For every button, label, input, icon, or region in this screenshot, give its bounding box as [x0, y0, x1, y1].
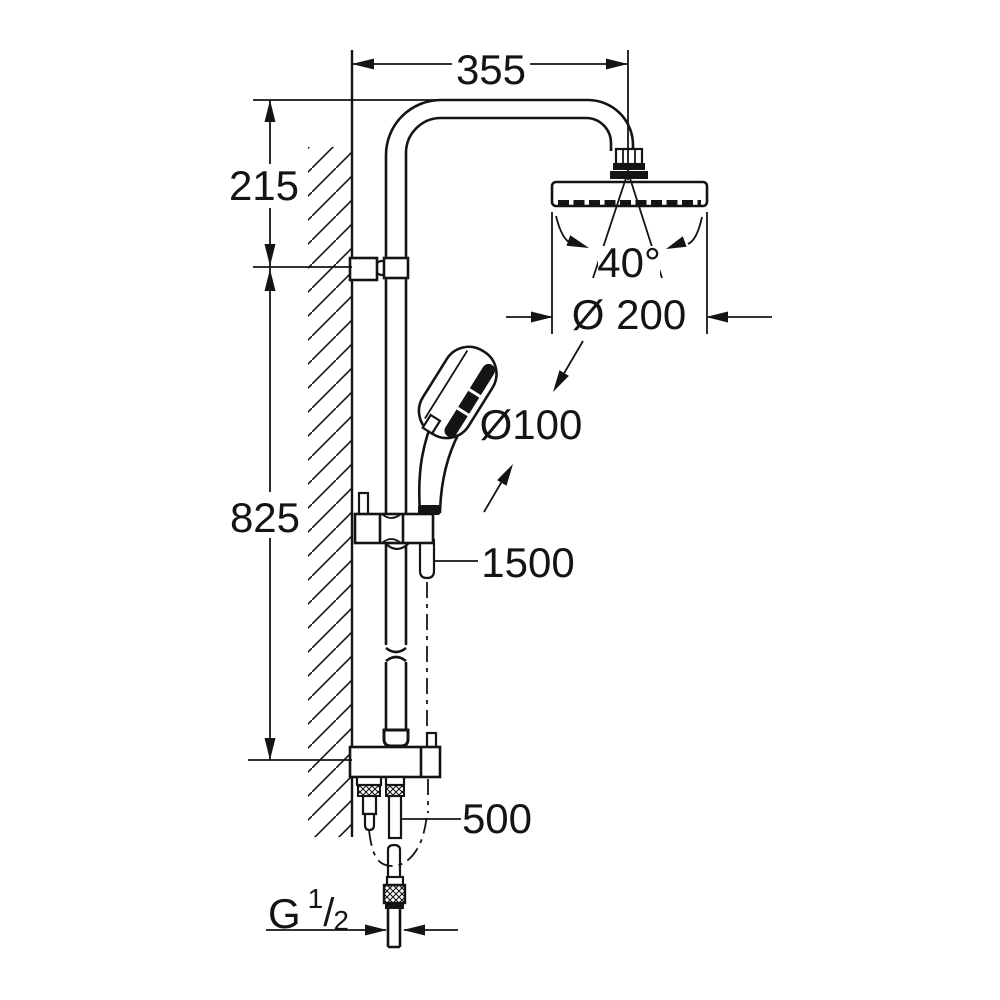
rail-collar — [382, 256, 410, 280]
arrow-left — [365, 924, 387, 936]
left-fitting-tube — [361, 794, 378, 816]
connection-hose-label: 500 — [462, 795, 532, 842]
wall — [308, 50, 354, 837]
dimension-hand-diameter — [483, 340, 584, 513]
hand-shower-pivot — [421, 413, 442, 436]
slider-bracket — [353, 491, 440, 580]
hose-length-label: 1500 — [481, 539, 574, 586]
right-fitting-cap — [384, 775, 406, 787]
angle-arrow-right — [666, 236, 687, 249]
head-collar-upper — [613, 163, 645, 170]
left-fitting-tip — [363, 812, 376, 832]
slider-lever — [357, 491, 370, 517]
arrow-left — [352, 58, 374, 70]
label-bg-825 — [227, 492, 305, 538]
hose-stub — [418, 538, 436, 580]
hand-shower — [417, 345, 498, 514]
slider-notch-top — [381, 513, 402, 519]
rail-joint-upper-cap — [385, 646, 407, 654]
hose-lower-segment — [386, 909, 402, 949]
arrow-215-top — [264, 100, 276, 122]
arrow-right — [706, 311, 728, 323]
slider-body — [353, 512, 435, 545]
thread-letter: G — [268, 890, 301, 937]
head-shower — [550, 147, 709, 279]
inlet-fittings — [355, 775, 406, 840]
label-bg-40deg — [598, 246, 660, 279]
label-bg-355 — [452, 48, 530, 88]
hand-diameter-label: Ø100 — [480, 401, 583, 448]
upper-wall-bracket — [348, 256, 410, 282]
bracket-body — [348, 256, 379, 282]
arrow-left — [531, 311, 553, 323]
arrow-upper — [553, 370, 569, 392]
pipe-inner-edge — [404, 116, 613, 746]
rail-height-label: 825 — [230, 494, 300, 541]
angle-arrow-left — [566, 235, 589, 248]
arrow-825-top — [264, 269, 276, 291]
arm-nut — [614, 147, 644, 166]
wall-hatch — [308, 147, 351, 837]
shower-hose-bottom — [382, 843, 407, 949]
hose-centerline-loop — [368, 812, 428, 867]
handle-end-cap — [418, 505, 440, 515]
arrow-215-bottom — [264, 244, 276, 266]
label-bg-215 — [226, 164, 304, 208]
arm-width-label: 355 — [456, 46, 526, 93]
hand-shower-face-band — [444, 363, 496, 438]
left-fitting-knurl — [357, 784, 381, 797]
rail-end-collar — [382, 728, 410, 748]
arrow-lower — [497, 464, 513, 486]
arrow-right — [606, 58, 628, 70]
centerlines — [368, 582, 429, 867]
right-fitting-tube — [387, 794, 403, 840]
head-offset-label: 215 — [229, 162, 299, 209]
rail-joint-lower-cap — [385, 655, 407, 663]
hand-shower-cap-line — [424, 350, 469, 419]
spray-angle-label: 40° — [597, 239, 661, 286]
thread-denominator: 2 — [333, 905, 349, 936]
hand-shower-face-notch-1 — [467, 387, 482, 399]
arrow-825-bottom — [264, 738, 276, 760]
right-fitting-knurl — [385, 784, 405, 797]
head-diameter-label: Ø 200 — [572, 291, 686, 338]
hose-nut-cap — [385, 875, 405, 887]
left-fitting-cap — [355, 775, 383, 787]
bracket-body — [348, 745, 442, 779]
dimension-head-diameter — [506, 212, 772, 334]
thread-numerator: 1 — [308, 883, 324, 914]
thread-slash: / — [323, 891, 335, 935]
bottom-bracket — [348, 728, 442, 779]
angle-arc-left — [555, 215, 572, 244]
hose-nut-band — [385, 903, 404, 909]
dimension-vertical — [248, 99, 560, 761]
angle-arc-right — [687, 216, 703, 245]
slider-notch-bottom — [381, 538, 402, 544]
hose-upper-segment — [386, 843, 402, 882]
arrow-right — [403, 924, 425, 936]
dimension-thread — [266, 924, 458, 936]
hose-nut-knurl — [382, 883, 407, 905]
hand-shower-face-notch-2 — [455, 406, 471, 417]
